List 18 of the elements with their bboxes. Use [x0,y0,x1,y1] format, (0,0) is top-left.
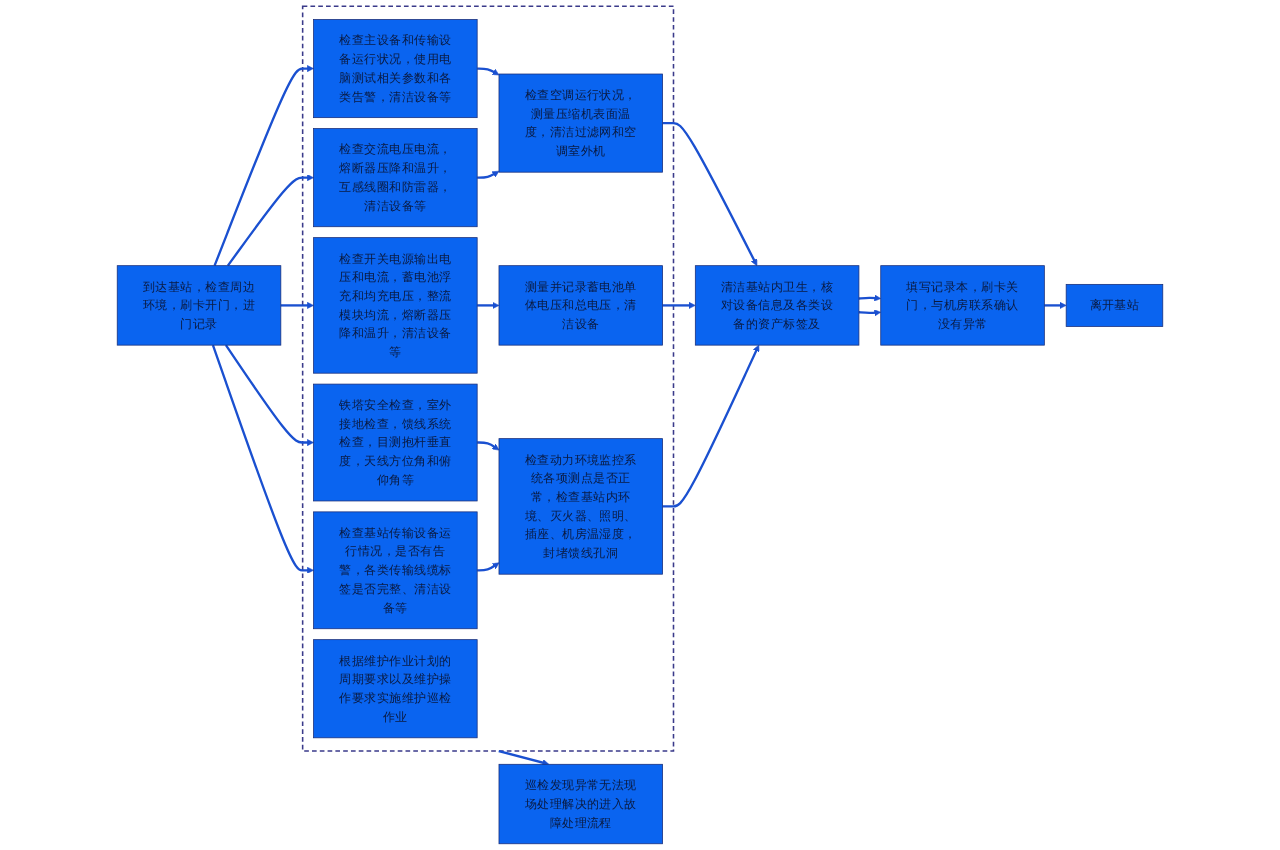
arrow [224,344,314,446]
arrow [211,344,314,574]
arrow [477,170,500,179]
arrow [1044,302,1067,309]
arrow [477,562,500,572]
arrow [662,302,696,309]
arrow [858,309,882,317]
arrow [662,344,760,508]
arrow [280,302,314,309]
arrow [498,749,550,767]
arrow [858,294,882,302]
cluster [301,5,675,752]
arrow [477,441,500,451]
arrow [662,121,758,266]
arrow [477,67,500,76]
arrow [213,65,314,267]
arrow [477,302,500,309]
arrow [226,174,314,267]
